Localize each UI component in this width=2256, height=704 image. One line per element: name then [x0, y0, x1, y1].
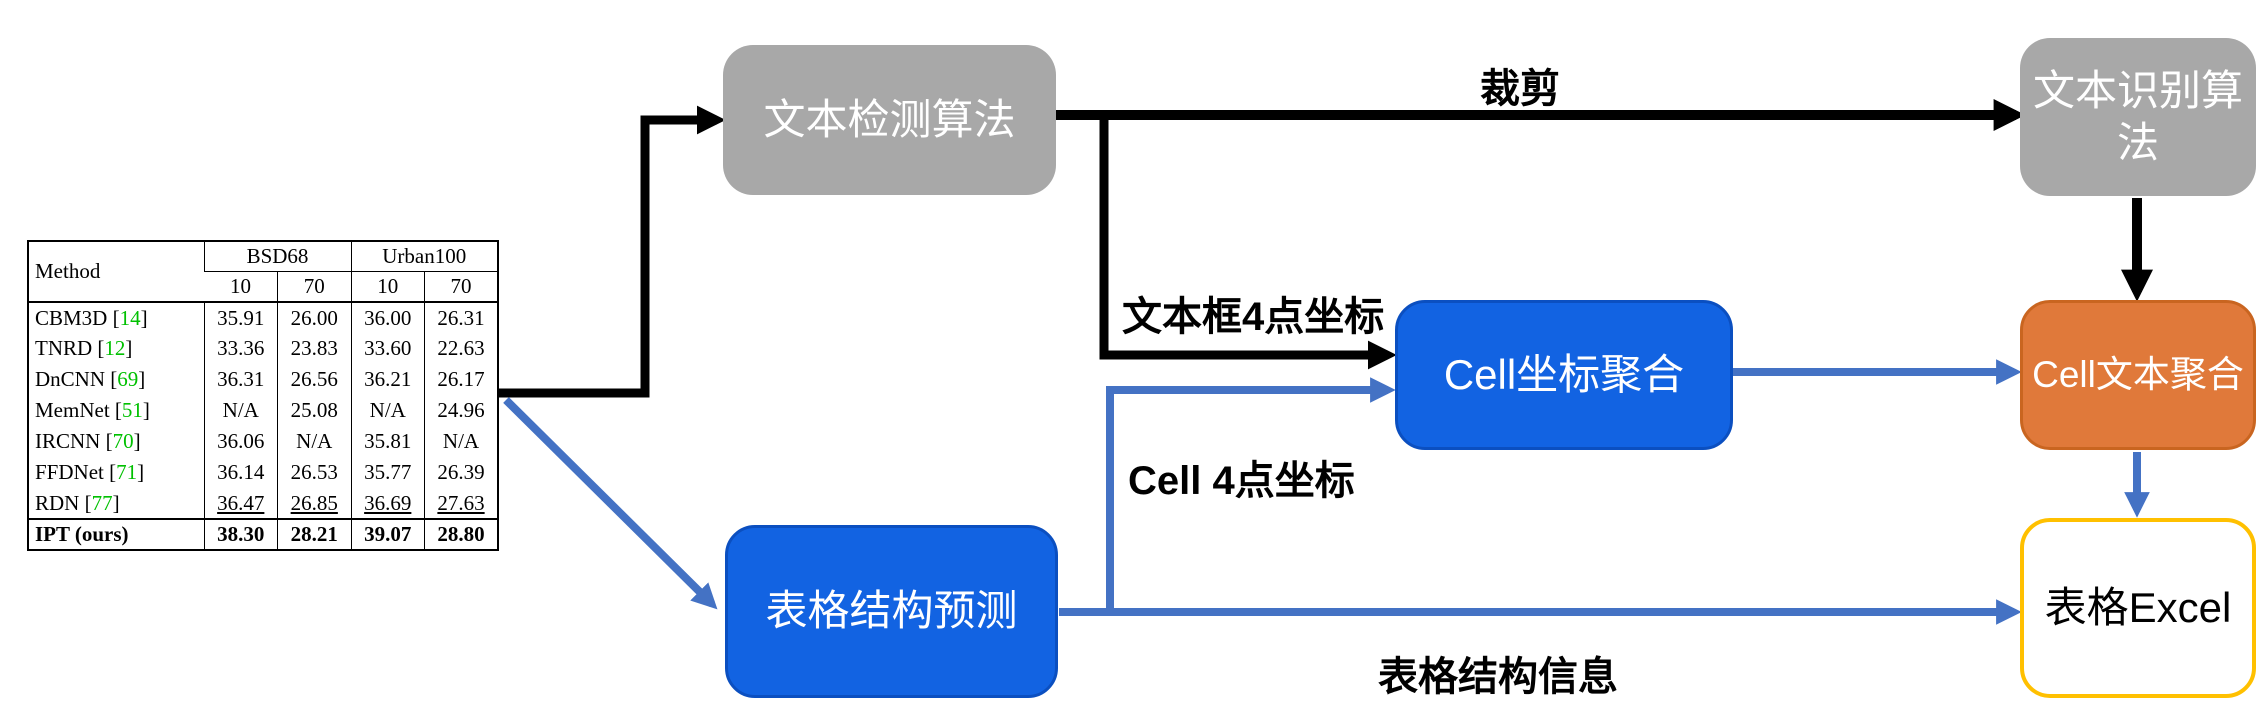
edge-table-to-structure — [503, 397, 718, 610]
citation-number: 69 — [117, 367, 139, 391]
method-cell: IRCNN [70] — [35, 429, 141, 453]
value-cell: 36.69 — [350, 488, 425, 519]
value-cell: 33.60 — [350, 333, 425, 364]
value-cell: 25.08 — [277, 395, 351, 426]
value-cell: 27.63 — [424, 488, 498, 519]
value-cell: 39.07 — [350, 519, 425, 550]
paper-table: Method BSD68 Urban100 10 70 10 70 CBM3D … — [27, 240, 499, 551]
value-cell: 26.31 — [424, 302, 498, 333]
table-header-row: Method BSD68 Urban100 — [28, 241, 498, 283]
value-cell: 36.06 — [203, 426, 278, 457]
method-cell: RDN [77] — [35, 490, 120, 515]
col-header-method: Method — [35, 259, 101, 283]
value-cell: 24.96 — [424, 395, 498, 426]
method-cell: CBM3D [14] — [35, 305, 148, 330]
value-cell: N/A — [277, 426, 351, 457]
edge-table-to-detection — [499, 105, 726, 398]
edge-label-cell-coords: Cell 4点坐标 — [1128, 459, 1355, 503]
value-cell: N/A — [350, 395, 425, 426]
text-recognition-box: 文本识别算 法 — [2020, 38, 2256, 196]
cell-text-aggregation-box: Cell文本聚合 — [2020, 300, 2256, 450]
text-detection-box: 文本检测算法 — [723, 45, 1056, 195]
value-cell: 26.85 — [277, 488, 351, 519]
value-cell: 28.21 — [277, 519, 351, 550]
value-cell: 36.14 — [203, 457, 278, 488]
citation-number: 14 — [119, 305, 141, 330]
value-cell: 36.31 — [203, 364, 278, 395]
table-structure-prediction-box: 表格结构预测 — [725, 525, 1058, 698]
col-group-urban100: Urban100 — [350, 241, 498, 272]
value-cell: 38.30 — [203, 519, 278, 550]
table-subheader-row: 10 70 10 70 — [28, 271, 498, 302]
col-header-noise: 10 — [350, 271, 425, 302]
method-cell: TNRD [12] — [35, 336, 133, 360]
value-cell: 26.00 — [277, 302, 351, 333]
method-cell: MemNet [51] — [35, 398, 150, 422]
value-cell: 26.39 — [424, 457, 498, 488]
value-cell: 35.81 — [350, 426, 425, 457]
citation-number: 70 — [112, 429, 134, 453]
value-cell: 26.56 — [277, 364, 351, 395]
edge-label-crop: 裁剪 — [1480, 67, 1560, 111]
col-header-noise: 70 — [424, 271, 498, 302]
col-group-bsd68: BSD68 — [203, 241, 351, 272]
method-cell: IPT (ours) — [35, 522, 129, 546]
value-cell: N/A — [203, 395, 278, 426]
method-cell: DnCNN [69] — [35, 367, 146, 391]
value-cell: 23.83 — [277, 333, 351, 364]
value-cell: 26.17 — [424, 364, 498, 395]
value-cell: 26.53 — [277, 457, 351, 488]
value-cell: 28.80 — [424, 519, 498, 550]
citation-number: 51 — [121, 398, 143, 422]
method-cell: FFDNet [71] — [35, 460, 145, 484]
value-cell: 36.00 — [350, 302, 425, 333]
col-header-noise: 70 — [277, 271, 351, 302]
value-cell: N/A — [424, 426, 498, 457]
citation-number: 77 — [91, 490, 113, 515]
edge-label-structure-info: 表格结构信息 — [1378, 655, 1618, 699]
value-cell: 35.77 — [350, 457, 425, 488]
value-cell: 36.21 — [350, 364, 425, 395]
citation-number: 71 — [116, 460, 138, 484]
citation-number: 12 — [104, 336, 126, 360]
value-cell: 36.47 — [203, 488, 278, 519]
value-cell: 22.63 — [424, 333, 498, 364]
col-header-noise: 10 — [230, 274, 251, 298]
value-cell: 33.36 — [203, 333, 278, 364]
value-cell: 35.91 — [203, 302, 278, 333]
cell-coord-aggregation-box: Cell坐标聚合 — [1395, 300, 1733, 450]
table-excel-box: 表格Excel — [2020, 518, 2256, 698]
edge-label-textbox-coords: 文本框4点坐标 — [1122, 295, 1385, 339]
